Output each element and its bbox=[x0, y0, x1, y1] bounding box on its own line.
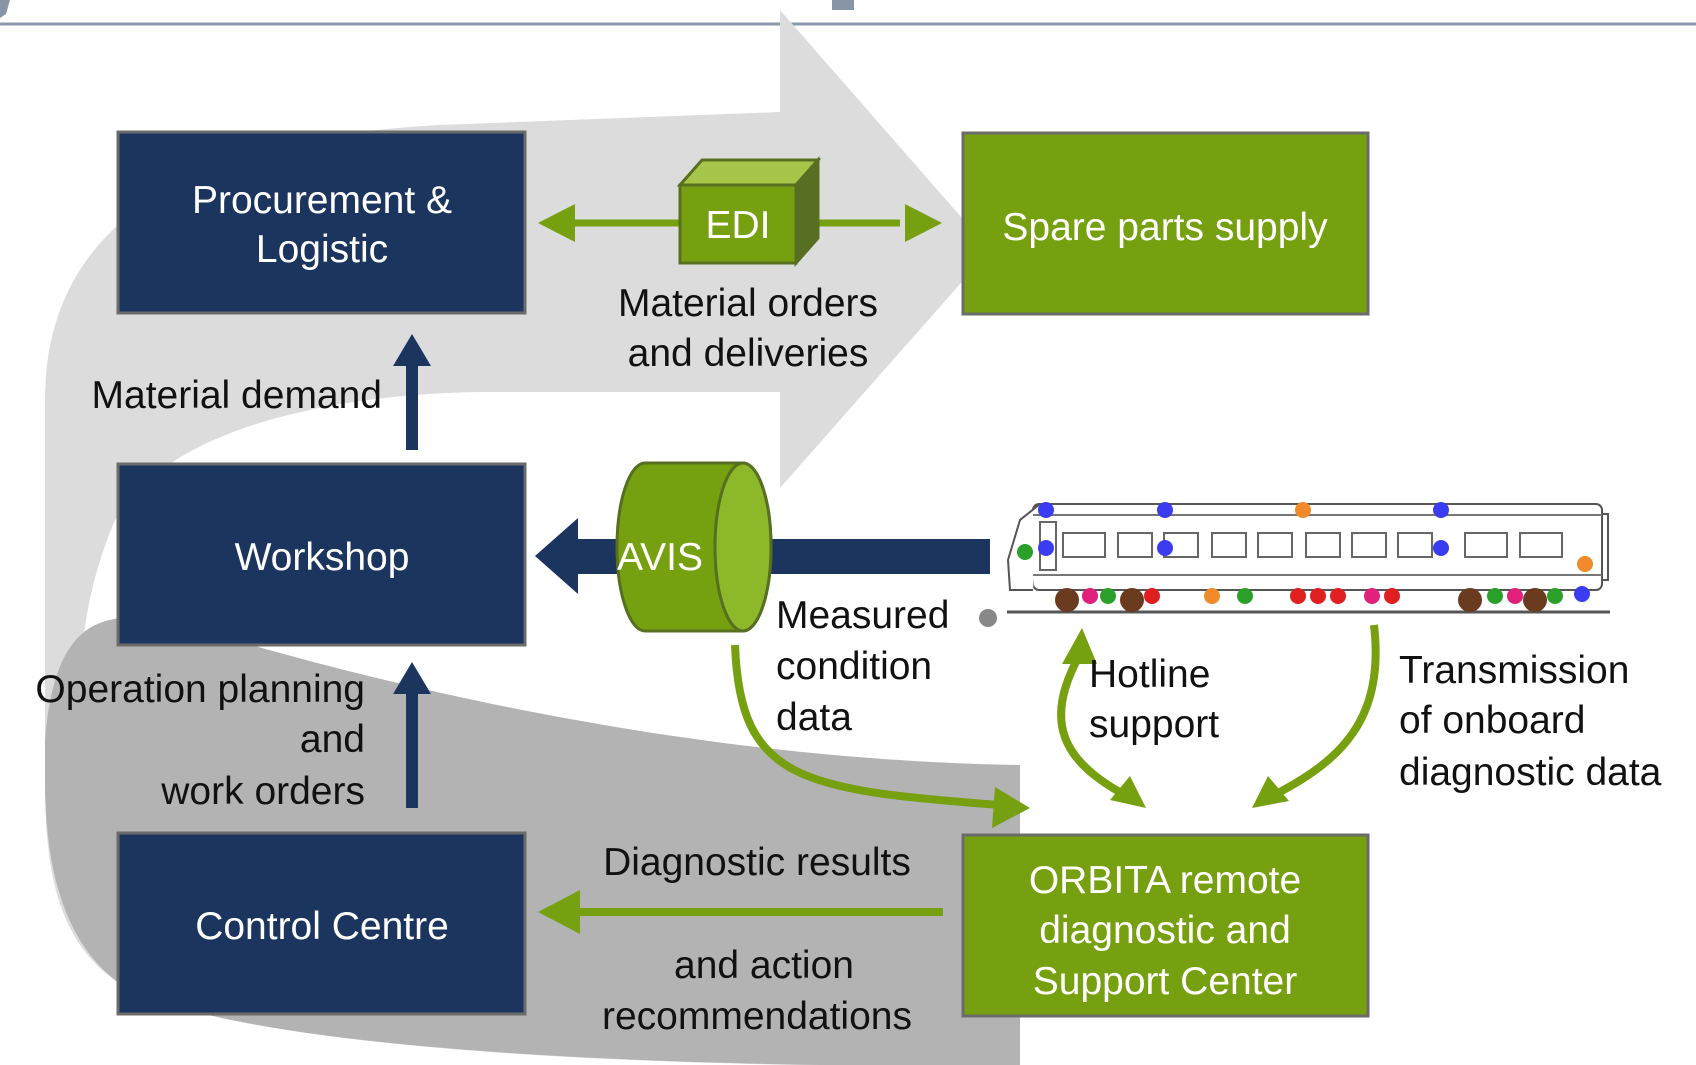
procurement-label-line1: Procurement & bbox=[192, 179, 452, 222]
hotline-line1: Hotline bbox=[1089, 653, 1210, 696]
orbita-center-box: ORBITA remote diagnostic and Support Cen… bbox=[961, 833, 1370, 1018]
hotline-line2: support bbox=[1089, 703, 1219, 746]
sensor-dots bbox=[1017, 502, 1593, 604]
transmission-line3: diagnostic data bbox=[1399, 751, 1662, 794]
measured-data-arrow bbox=[731, 644, 1030, 828]
operation-line1: Operation planning bbox=[35, 668, 365, 711]
material-orders-line1: Material orders bbox=[618, 282, 878, 325]
measured-condition-label: Measured condition data bbox=[776, 594, 949, 739]
measured-line3: data bbox=[776, 696, 852, 739]
action-recommendations-label: and action recommendations bbox=[602, 944, 912, 1038]
workshop-label: Workshop bbox=[235, 536, 410, 579]
transmission-label: Transmission of onboard diagnostic data bbox=[1399, 649, 1662, 794]
edi-label: EDI bbox=[705, 204, 770, 247]
operation-line3: work orders bbox=[160, 770, 365, 813]
diagnostic-results-arrow bbox=[538, 890, 943, 934]
train-icon bbox=[979, 502, 1610, 627]
action-line1: and action bbox=[674, 944, 854, 987]
header-bar bbox=[0, 0, 1696, 26]
material-demand-arrow bbox=[393, 334, 431, 450]
control-centre-label: Control Centre bbox=[195, 905, 449, 948]
spare-parts-label: Spare parts supply bbox=[1002, 206, 1328, 249]
cylinder-icon: AVIS bbox=[615, 461, 773, 633]
operation-line2: and bbox=[300, 718, 365, 761]
spare-parts-box: Spare parts supply bbox=[961, 131, 1370, 316]
transmission-line1: Transmission bbox=[1399, 649, 1629, 692]
workshop-box: Workshop bbox=[116, 462, 527, 647]
orbita-label-line3: Support Center bbox=[1033, 960, 1298, 1003]
material-orders-label: Material orders and deliveries bbox=[618, 282, 878, 375]
material-demand-label: Material demand bbox=[92, 374, 382, 417]
transmission-arrow bbox=[1252, 624, 1380, 808]
diagnostic-results-label: Diagnostic results bbox=[603, 841, 911, 884]
control-centre-box: Control Centre bbox=[116, 831, 527, 1016]
procurement-label-line2: Logistic bbox=[256, 228, 388, 271]
orbita-label-line1: ORBITA remote bbox=[1029, 859, 1301, 902]
procurement-logistic-box: Procurement & Logistic bbox=[116, 130, 527, 315]
avis-label: AVIS bbox=[617, 536, 703, 579]
transmission-line2: of onboard bbox=[1399, 699, 1586, 742]
hotline-support-label: Hotline support bbox=[1089, 653, 1219, 746]
orbita-label-line2: diagnostic and bbox=[1039, 909, 1291, 952]
operation-planning-label: Operation planning and work orders bbox=[35, 668, 365, 813]
cube-icon: EDI bbox=[676, 156, 822, 267]
measured-line2: condition bbox=[776, 645, 932, 688]
hotline-support-arrow bbox=[1057, 628, 1146, 808]
material-orders-line2: and deliveries bbox=[628, 332, 869, 375]
measured-line1: Measured bbox=[776, 594, 949, 637]
work-orders-arrow bbox=[393, 662, 431, 808]
action-line2: recommendations bbox=[602, 995, 912, 1038]
